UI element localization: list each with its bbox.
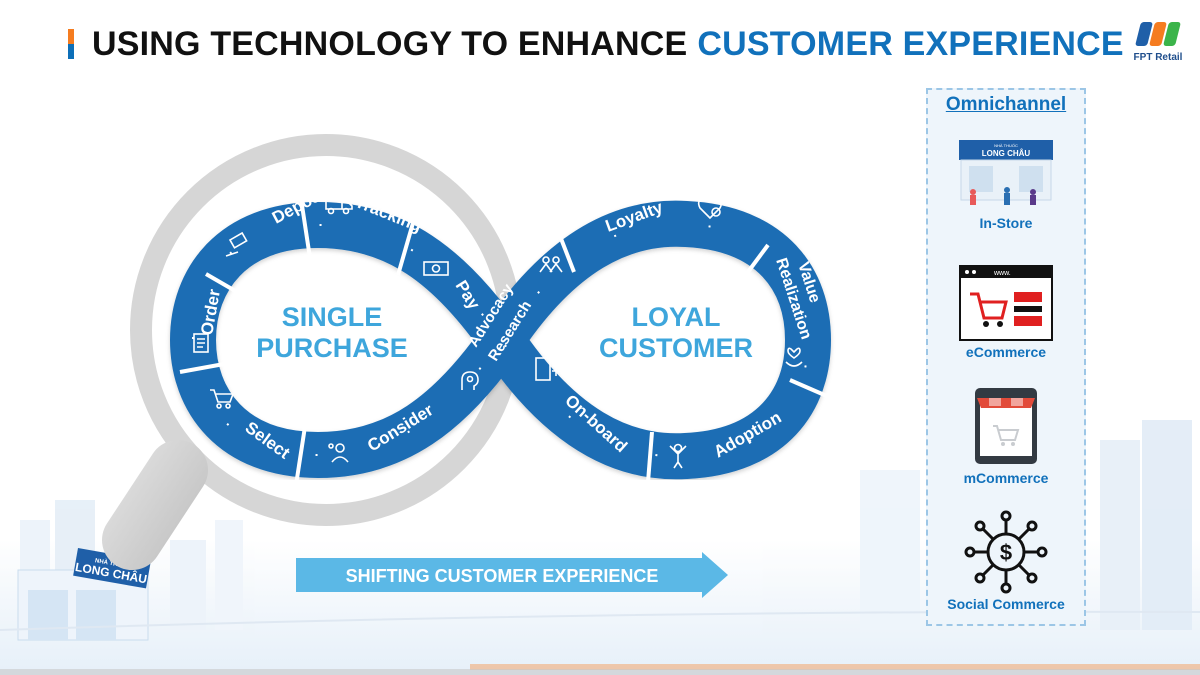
building <box>170 540 206 630</box>
ring-icons <box>193 197 803 469</box>
separator <box>740 243 770 282</box>
bottom-stripe-orange <box>470 664 1200 670</box>
store-window <box>76 590 116 640</box>
right-loop-label-line-1: LOYAL <box>631 302 720 332</box>
fpt-logo-icon <box>1135 22 1181 46</box>
delivery-truck-icon <box>325 197 353 215</box>
logo-text: FPT Retail <box>1133 52 1183 63</box>
cash-icon <box>423 261 449 276</box>
svg-text:$: $ <box>1000 540 1012 565</box>
title-part-2: CUSTOMER EXPERIENCE <box>697 24 1124 63</box>
separator <box>179 362 225 374</box>
infinity-band <box>170 200 831 480</box>
page-title: USING TECHNOLOGY TO ENHANCE CUSTOMER EXP… <box>68 24 1124 64</box>
logo-tile-blue <box>1135 22 1153 46</box>
checklist-icon <box>193 333 209 353</box>
celebrating-person-icon <box>669 443 687 469</box>
tablet-shop-icon <box>975 388 1037 464</box>
money-hand-icon <box>225 231 248 257</box>
shopping-people-icon <box>539 256 563 273</box>
store-sign-line-2: LONG CHÂU <box>982 149 1031 158</box>
browser-url: www. <box>993 270 1011 277</box>
channel-ecommerce: www. <box>928 264 1084 347</box>
arrow-shape <box>296 552 728 598</box>
dollar-network-icon: $ <box>964 510 1048 594</box>
title-part-1: USING TECHNOLOGY TO ENHANCE <box>92 24 688 63</box>
segment-separators <box>179 191 837 486</box>
magnifier-handle <box>102 440 208 570</box>
pharmacy-store-icon: NHÀ THUỐC LONG CHÂU <box>959 140 1053 205</box>
separator <box>789 378 837 402</box>
infinity-path <box>170 200 831 480</box>
title-accent-bar <box>68 29 74 59</box>
separator <box>558 235 576 273</box>
store-sign-line-1: NHÀ THUỐC <box>994 143 1018 148</box>
building <box>1100 440 1140 630</box>
omnichannel-panel: Omnichannel NHÀ THUỐC LONG CHÂU In-Store <box>926 88 1086 626</box>
building <box>215 520 243 630</box>
separator <box>396 215 417 276</box>
channel-social-commerce: $ <box>928 510 1084 599</box>
logo-tile-green <box>1163 22 1181 46</box>
channel-label-in-store: In-Store <box>979 215 1033 231</box>
channel-in-store: NHÀ THUỐC LONG CHÂU <box>928 136 1084 213</box>
building <box>860 470 920 630</box>
left-loop-label-line-2: PURCHASE <box>256 333 408 363</box>
store-window <box>28 590 68 640</box>
door-person-icon <box>535 357 560 381</box>
bottom-stripe-gray <box>0 669 1200 675</box>
arrow-label: SHIFTING CUSTOMER EXPERIENCE <box>346 566 659 586</box>
channel-label-social-commerce: Social Commerce <box>947 596 1065 612</box>
separator <box>204 272 246 298</box>
separator <box>298 191 312 259</box>
building <box>1142 420 1192 630</box>
separator <box>294 419 308 486</box>
separator <box>646 431 654 483</box>
heart-gear-icon <box>697 197 723 220</box>
browser-cart-icon: www. <box>959 265 1053 341</box>
channel-mcommerce <box>928 386 1084 471</box>
hands-heart-icon <box>785 347 803 367</box>
omnichannel-title: Omnichannel <box>945 94 1067 115</box>
thinking-person-icon <box>328 443 349 463</box>
channel-label-ecommerce: eCommerce <box>965 344 1047 360</box>
cart-icon <box>210 389 235 409</box>
right-loop-label-line-2: CUSTOMER <box>599 333 753 363</box>
head-idea-icon <box>461 371 479 390</box>
logo-tile-orange <box>1149 22 1167 46</box>
left-loop-label-line-1: SINGLE <box>282 302 383 332</box>
channel-label-mcommerce: mCommerce <box>963 470 1049 486</box>
shifting-arrow: SHIFTING CUSTOMER EXPERIENCE <box>296 552 728 598</box>
